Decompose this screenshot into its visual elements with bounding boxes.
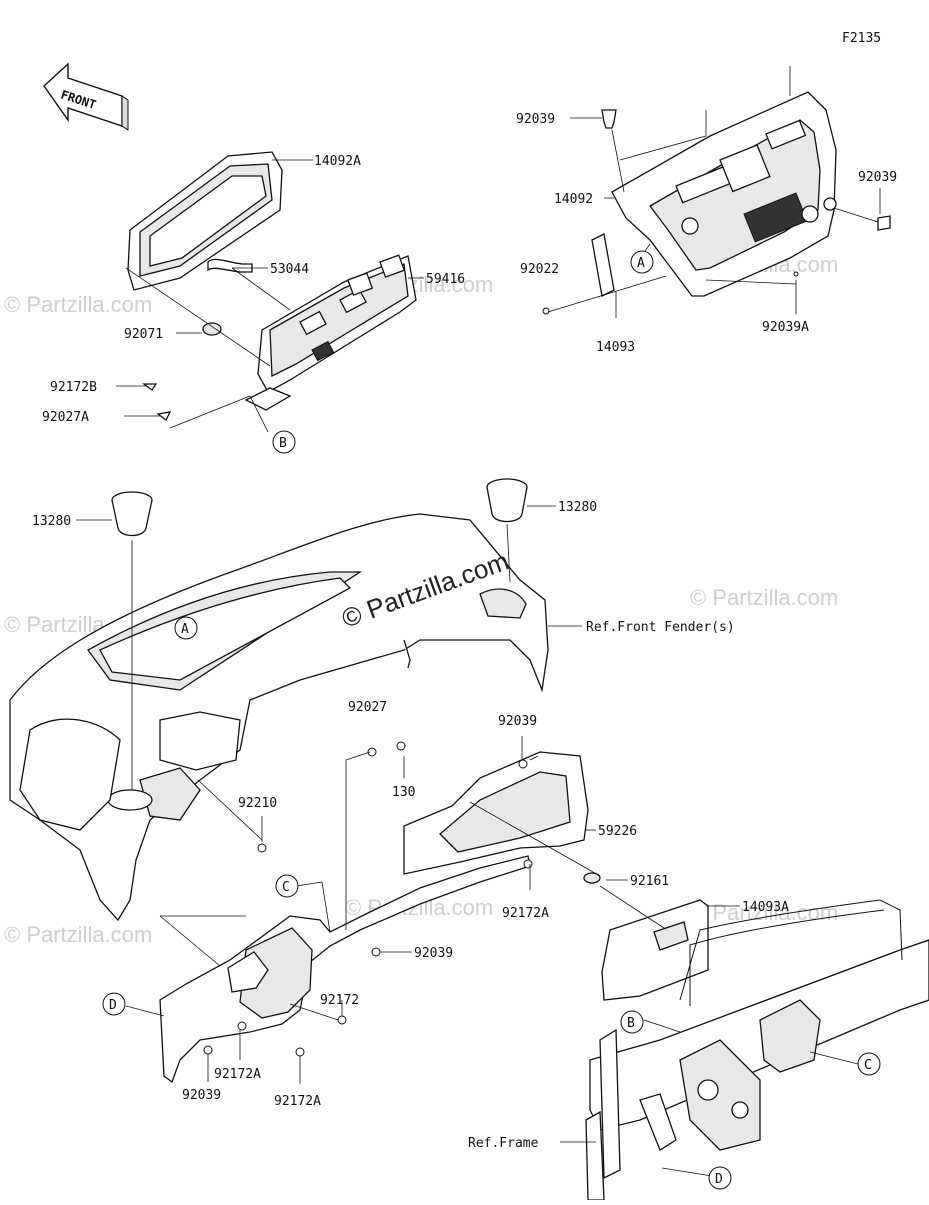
figure-code: F2135 xyxy=(842,31,881,46)
lower-panel-59226 xyxy=(403,751,589,875)
label-92172a: 92172A xyxy=(214,1067,261,1082)
dashboard-body xyxy=(9,513,549,922)
nut-92022 xyxy=(542,307,550,315)
bracket-14093 xyxy=(591,233,615,297)
tray-14092a xyxy=(127,151,283,291)
hose-53044 xyxy=(207,258,253,273)
label-13280: 13280 xyxy=(558,500,597,515)
screw-92039a xyxy=(793,271,799,277)
watermark: © Partzilla.com xyxy=(690,585,838,610)
label-92039: 92039 xyxy=(182,1088,221,1103)
ref-d: D xyxy=(715,1172,723,1187)
meter-panel-14092 xyxy=(611,91,837,297)
clip-92027a xyxy=(156,411,172,421)
label-14093: 14093 xyxy=(596,340,635,355)
label-59416: 59416 xyxy=(426,272,465,287)
label-92039: 92039 xyxy=(516,112,555,127)
screw-92172b xyxy=(142,383,158,391)
lid-14093a xyxy=(601,899,709,1001)
label-92039a: 92039A xyxy=(762,320,809,335)
ref-d: D xyxy=(109,998,117,1013)
ref-c: C xyxy=(864,1058,872,1073)
label-59226: 59226 xyxy=(598,824,637,839)
ref-a: A xyxy=(637,256,645,271)
label-92027a: 92027A xyxy=(42,410,89,425)
leader-lines xyxy=(76,66,881,1177)
label-ref-frame: Ref.Frame xyxy=(468,1136,539,1151)
ref-b: B xyxy=(279,436,287,451)
label-92172a: 92172A xyxy=(502,906,549,921)
label-92172a: 92172A xyxy=(274,1094,321,1109)
grommet-92071 xyxy=(202,322,222,336)
ref-b: B xyxy=(627,1016,635,1031)
label-ref-front-fender: Ref.Front Fender(s) xyxy=(586,620,735,635)
part-labels: 14092A 53044 59416 92071 92172B 92027A 9… xyxy=(32,112,897,1151)
watermark: © Partzilla.com xyxy=(4,292,152,317)
frame-ref xyxy=(585,899,929,1201)
label-92039: 92039 xyxy=(414,946,453,961)
cup-holder-13280-right xyxy=(486,478,528,523)
front-arrow-icon: FRONT xyxy=(43,62,129,131)
label-92027: 92027 xyxy=(348,700,387,715)
clip-92039-top xyxy=(601,109,617,129)
reference-markers: B A A C B C D D xyxy=(102,250,881,1190)
label-14092: 14092 xyxy=(554,192,593,207)
label-92210: 92210 xyxy=(238,796,277,811)
small-fasteners xyxy=(203,741,601,1057)
label-53044: 53044 xyxy=(270,262,309,277)
relay-box-59416 xyxy=(244,254,417,411)
watermark: © Partzilla.com xyxy=(4,922,152,947)
label-92039: 92039 xyxy=(858,170,897,185)
label-92172b: 92172B xyxy=(50,380,97,395)
label-92172: 92172 xyxy=(320,993,359,1008)
label-13280: 13280 xyxy=(32,514,71,529)
label-92022: 92022 xyxy=(520,262,559,277)
label-14092a: 14092A xyxy=(314,154,361,169)
ref-c: C xyxy=(282,880,290,895)
cup-holder-13280-left xyxy=(111,491,153,537)
lower-dash-panel xyxy=(159,855,531,1084)
label-92071: 92071 xyxy=(124,327,163,342)
label-14093a: 14093A xyxy=(742,900,789,915)
watermark: © Partzilla.com xyxy=(690,900,838,925)
clip-92039-right xyxy=(877,215,891,231)
label-92161: 92161 xyxy=(630,874,669,889)
label-130: 130 xyxy=(392,785,415,800)
ref-a: A xyxy=(181,622,189,637)
label-92039: 92039 xyxy=(498,714,537,729)
